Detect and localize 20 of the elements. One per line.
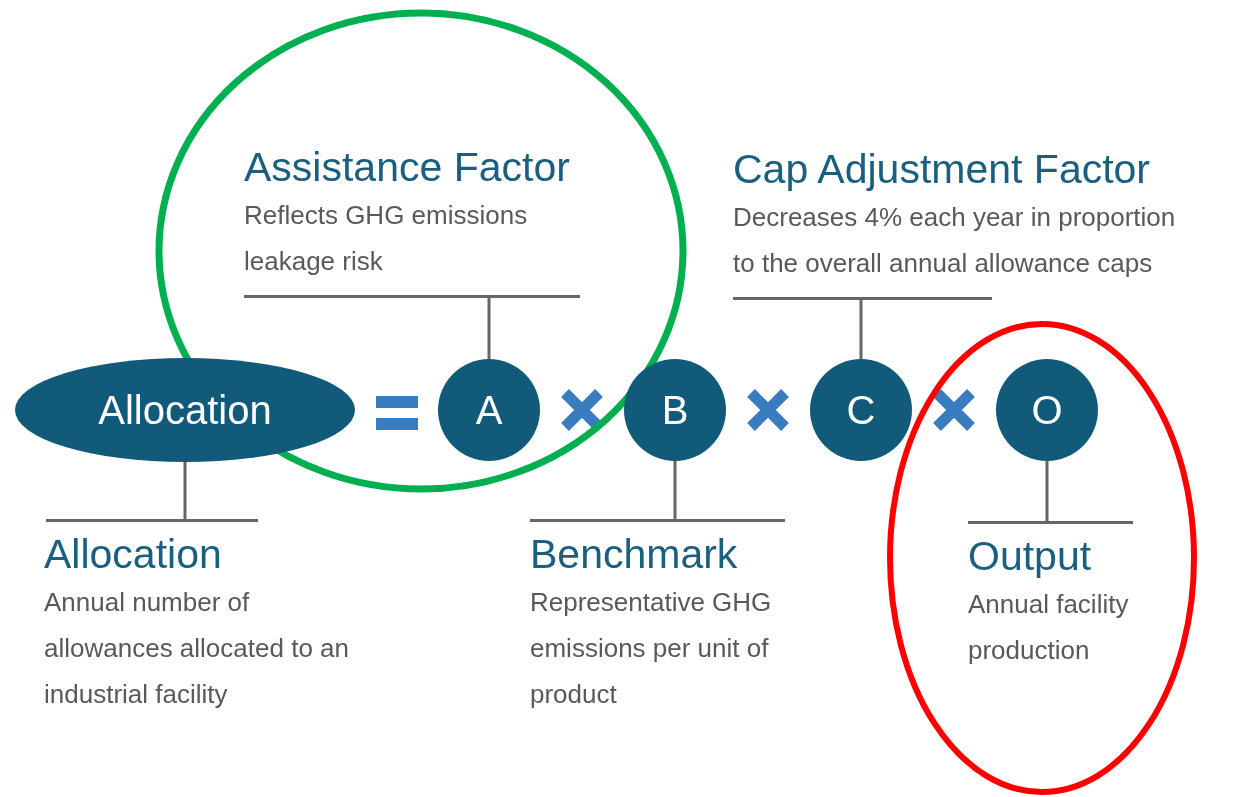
node-label: A (475, 387, 503, 433)
connector-line (487, 296, 491, 359)
description-text: Annual number of allowances allocated to an industrial facility (44, 586, 350, 711)
heading-text: Assistance Factor (244, 143, 570, 192)
description-text: Reflects GHG emissions leakage risk (244, 199, 529, 278)
node-label: O (1031, 387, 1063, 433)
node-label: B (661, 387, 689, 433)
node-label: C (846, 387, 876, 433)
heading-text: Benchmark (530, 530, 738, 579)
description-text: Representative GHG emissions per unit of product (530, 586, 773, 711)
connector-line (183, 462, 187, 521)
description-text: Decreases 4% each year in proportion to the overall annual allowance caps (733, 201, 1177, 280)
heading-text: Allocation (44, 530, 222, 579)
connector-line (1045, 461, 1049, 523)
heading-text: Cap Adjustment Factor (733, 145, 1151, 194)
connector-line (859, 298, 863, 359)
description-text: Annual facility production (968, 588, 1130, 667)
connector-line (673, 461, 677, 521)
heading-text: Output (968, 532, 1092, 581)
node-label: Allocation (98, 387, 272, 433)
